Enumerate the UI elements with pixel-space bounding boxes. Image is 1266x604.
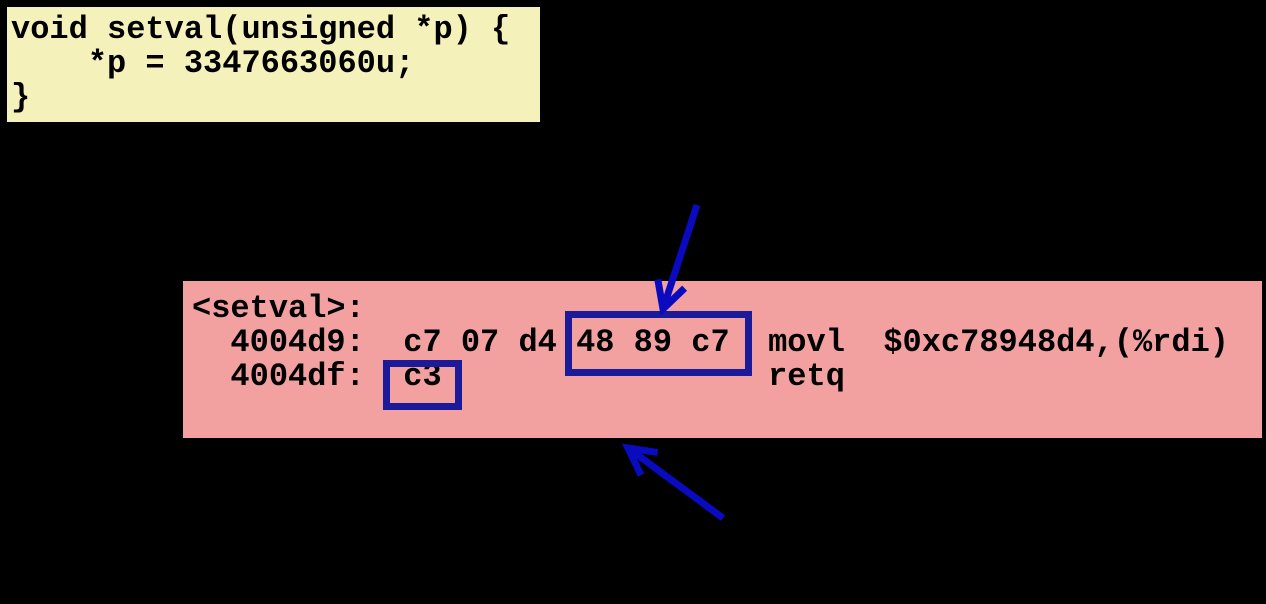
- c-source-line: *p = 3347663060u;: [11, 45, 415, 82]
- disasm-label-line: <setval>:: [192, 290, 365, 327]
- disasm-instruction-line: 4004df: c3 retq: [192, 358, 845, 395]
- c-source-line: }: [11, 79, 31, 116]
- highlight-box-ret-byte: [383, 360, 462, 410]
- c-source-box: void setval(unsigned *p) { *p = 33476630…: [4, 4, 543, 125]
- annotation-arrow-up-icon: [621, 443, 726, 521]
- highlight-box-movq-bytes: [565, 311, 752, 376]
- disassembly-box: <setval>: 4004d9: c7 07 d4 48 89 c7 movl…: [183, 281, 1262, 438]
- annotation-arrow-down-icon: [654, 203, 701, 317]
- c-source-line: void setval(unsigned *p) {: [11, 11, 511, 48]
- disasm-instruction-line: 4004d9: c7 07 d4 48 89 c7 movl $0xc78948…: [192, 324, 1229, 361]
